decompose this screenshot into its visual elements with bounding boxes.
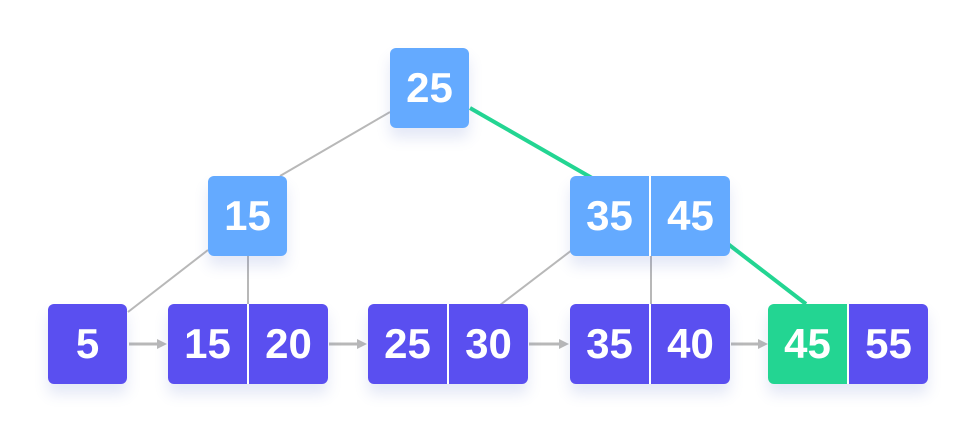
edge-node-15-to-leaf-5 — [127, 249, 209, 313]
internal-node-15: 15 — [208, 176, 287, 256]
search-path-edge-root-to-node-35-45 — [469, 106, 593, 180]
leaf-key: 30 — [447, 304, 528, 384]
leaf-node-5: 5 — [48, 304, 127, 384]
leaf-key: 40 — [649, 304, 730, 384]
search-path-edge-node-35-45-to-leaf-45-55 — [726, 242, 808, 306]
leaf-key: 55 — [847, 304, 928, 384]
leaf-node-35-40: 35 40 — [570, 304, 730, 384]
internal-node-35-45: 35 45 — [570, 176, 730, 256]
leaf-key: 5 — [48, 304, 127, 384]
leaf-node-15-20: 15 20 — [168, 304, 328, 384]
internal-key: 15 — [208, 176, 287, 256]
edge-node-35-45-to-leaf-25-30 — [499, 249, 573, 306]
internal-key: 45 — [649, 176, 730, 256]
leaf-key: 25 — [368, 304, 447, 384]
leaf-key: 15 — [168, 304, 247, 384]
root-node: 25 — [390, 48, 469, 128]
internal-key: 35 — [570, 176, 649, 256]
edge-root-to-node-15 — [279, 111, 391, 177]
leaf-node-25-30: 25 30 — [368, 304, 528, 384]
leaf-key: 35 — [570, 304, 649, 384]
leaf-node-45-55: 45 55 — [768, 304, 928, 384]
highlighted-leaf-key: 45 — [768, 304, 847, 384]
root-key: 25 — [390, 48, 469, 128]
leaf-key: 20 — [247, 304, 328, 384]
